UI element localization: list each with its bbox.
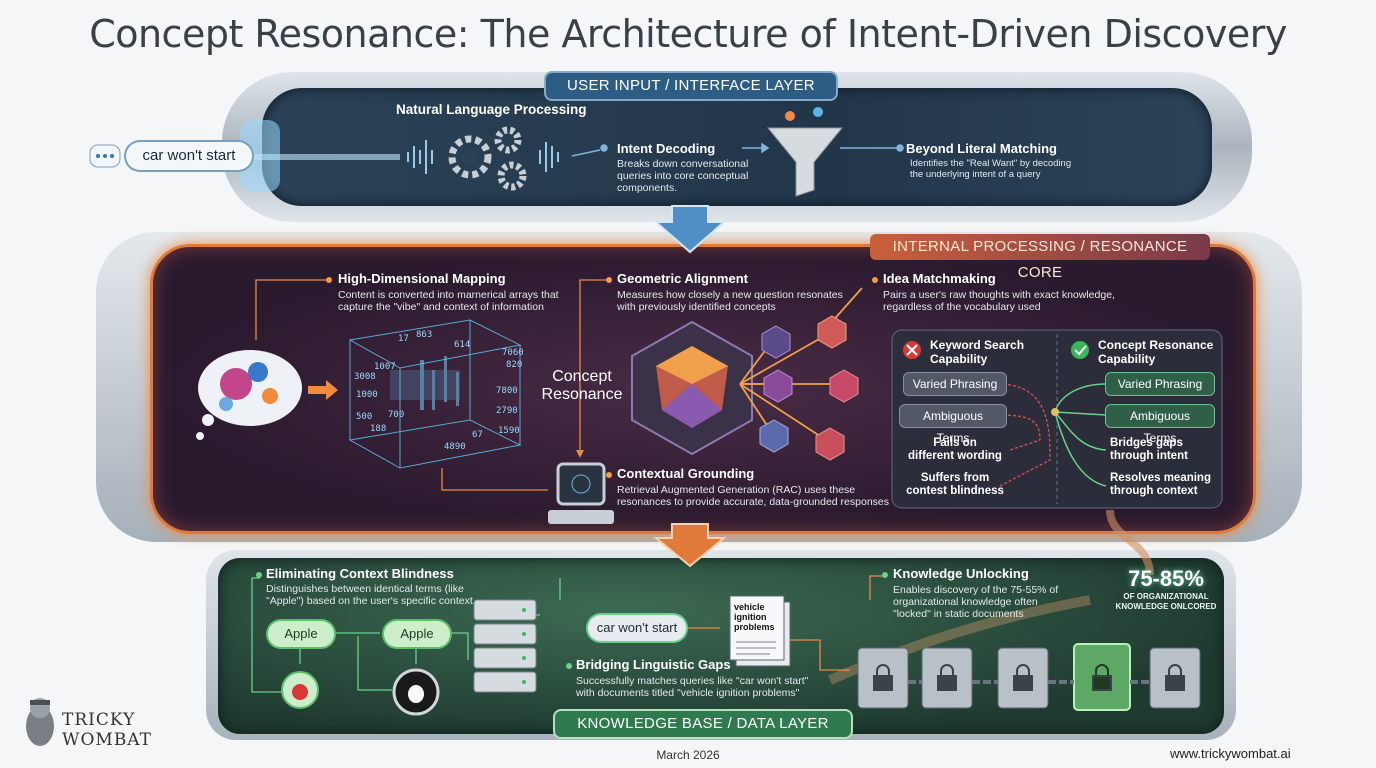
nlp-heading: Natural Language Processing [396, 102, 587, 117]
query-bubble: car won't start [126, 142, 252, 170]
vector-cube [348, 319, 522, 469]
eliminating-heading: Eliminating Context Blindness [266, 566, 454, 581]
wombat-logo-icon [26, 698, 54, 746]
resonance-core-label: INTERNAL PROCESSING / RESONANCE CORE [870, 234, 1210, 281]
concept-nodes [759, 315, 859, 461]
sound-wave-icon [407, 140, 559, 174]
funnel-icon [766, 107, 844, 197]
keyword-varied-phrasing: Varied Phrasing [904, 373, 1006, 395]
grounding-text: Retrieval Augmented Generation (RAC) use… [617, 484, 890, 508]
resonance-varied-phrasing: Varied Phrasing [1106, 373, 1214, 395]
keyword-ambiguous-terms: Ambiguous Terms [900, 405, 1006, 445]
mapping-text: Content is converted into marnerical arr… [338, 289, 559, 313]
apple-term-fruit: Apple [268, 621, 334, 647]
page-title: Concept Resonance: The Architecture of I… [89, 12, 1287, 56]
document-icon [729, 595, 791, 667]
footer-url[interactable]: www.trickywombat.ai [1170, 746, 1291, 761]
gear-icon [448, 126, 527, 191]
down-arrow-icon [653, 523, 727, 568]
query-pill: car won't start [588, 615, 686, 641]
geometric-text: Measures how closely a new question reso… [617, 289, 843, 313]
bullet [872, 277, 878, 283]
check-icon [1071, 341, 1089, 359]
bullet [606, 277, 612, 283]
footer-date: March 2026 [656, 748, 720, 762]
interface-layer-panel [262, 88, 1212, 206]
stat-value: 75-85% [1128, 566, 1204, 591]
bridging-text: Successfully matches queries like "car w… [576, 675, 809, 699]
bullet [882, 572, 888, 578]
geometric-heading: Geometric Alignment [617, 271, 748, 286]
eliminating-text: Distinguishes between identical terms (l… [266, 583, 473, 607]
interface-layer-label: USER INPUT / INTERFACE LAYER [546, 73, 836, 99]
idea-heading: Idea Matchmaking [883, 271, 996, 286]
knowledge-base-panel [218, 558, 1224, 734]
bullet [606, 472, 612, 478]
apple-term-company: Apple [384, 621, 450, 647]
mapping-heading: High-Dimensional Mapping [338, 271, 506, 286]
resonance-polyhedron [631, 320, 753, 456]
server-icon [473, 599, 537, 693]
beyond-heading: Beyond Literal Matching [906, 141, 1057, 156]
resonance-ambiguous-terms: Ambiguous Terms [1106, 405, 1214, 445]
thought-cloud-icon [196, 350, 302, 440]
grounding-heading: Contextual Grounding [617, 466, 755, 481]
intent-heading: Intent Decoding [617, 141, 716, 156]
bullet [566, 663, 572, 669]
apple-fruit-icon [292, 684, 308, 700]
unlocking-heading: Knowledge Unlocking [893, 566, 1029, 581]
down-arrow-icon [653, 205, 727, 254]
bridging-heading: Bridging Linguistic Gaps [576, 657, 731, 672]
data-layer-label: KNOWLEDGE BASE / DATA LAYER [555, 711, 851, 737]
bullet [256, 572, 262, 578]
bullet [326, 277, 332, 283]
idea-text: Pairs a user's raw thoughts with exact k… [883, 289, 1115, 313]
vector-numbers: 17 863 614 7060 1007 820 3008 1000 7800 … [354, 330, 524, 452]
monitor-icon [548, 462, 614, 524]
lock-icon [873, 664, 1185, 691]
